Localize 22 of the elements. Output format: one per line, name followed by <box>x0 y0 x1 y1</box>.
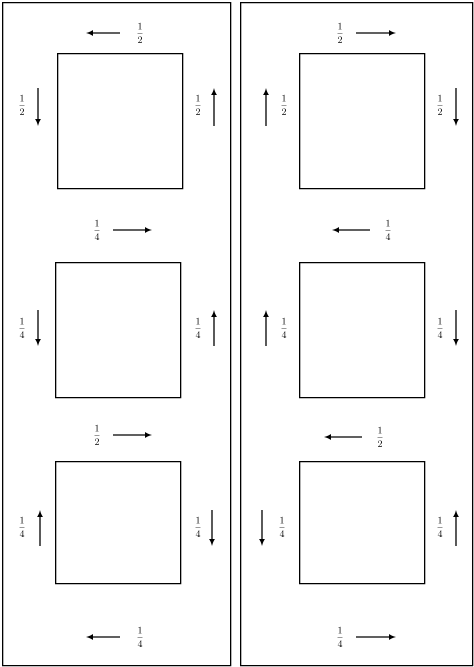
square-box <box>299 461 426 584</box>
panel-frame <box>240 2 474 666</box>
fraction-label: $\frac{1}{4}$ <box>196 318 200 338</box>
panel-frame <box>2 2 232 666</box>
fraction-label: $\frac{1}{4}$ <box>438 318 442 338</box>
fraction-label: $\frac{1}{2}$ <box>196 94 200 115</box>
fraction-label: $\frac{1}{4}$ <box>138 626 142 647</box>
fraction-label: $\frac{1}{4}$ <box>438 516 442 537</box>
square-box <box>55 461 182 584</box>
square-box <box>57 53 184 190</box>
fraction-label: $\frac{1}{2}$ <box>20 94 24 115</box>
square-box <box>299 262 426 398</box>
fraction-label: $\frac{1}{2}$ <box>282 94 286 115</box>
fraction-label: $\frac{1}{4}$ <box>94 220 100 240</box>
fraction-label: $\frac{1}{4}$ <box>386 220 390 240</box>
fraction-label: $\frac{1}{4}$ <box>338 626 342 647</box>
fraction-label: $\frac{1}{2}$ <box>438 94 442 115</box>
square-box <box>299 53 426 190</box>
square-box <box>55 262 182 398</box>
fraction-label: $\frac{1}{2}$ <box>378 426 382 447</box>
fraction-label: $\frac{1}{4}$ <box>196 516 200 537</box>
fraction-label: $\frac{1}{2}$ <box>94 424 100 445</box>
